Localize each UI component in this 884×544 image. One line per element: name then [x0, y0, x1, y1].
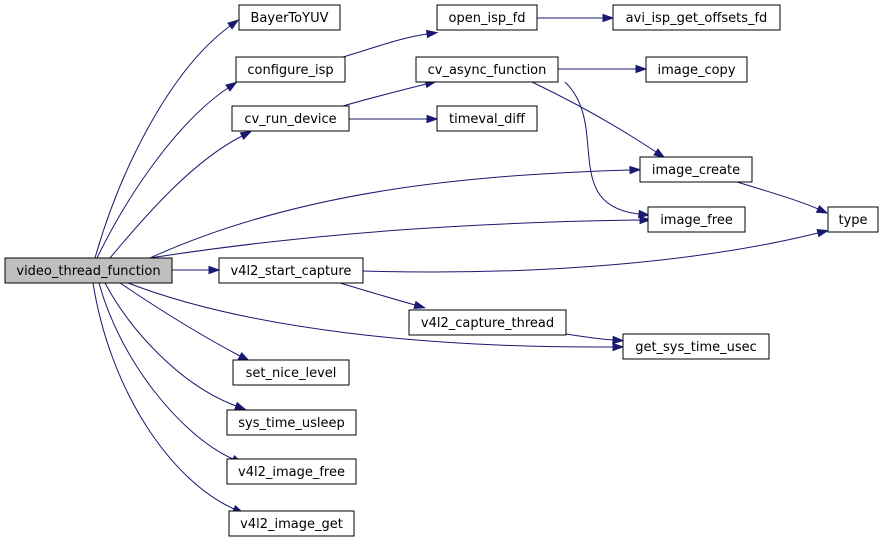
- node-BayerToYUV[interactable]: BayerToYUV: [238, 4, 341, 31]
- node-label: image_free: [660, 213, 733, 228]
- node-label: type: [838, 213, 867, 228]
- node-v4l2-image-get[interactable]: v4l2_image_get: [228, 510, 355, 537]
- node-label: v4l2_image_free: [238, 465, 345, 480]
- node-configure-isp[interactable]: configure_isp: [235, 56, 346, 83]
- node-image-copy[interactable]: image_copy: [645, 56, 748, 83]
- arrowhead-icon: [225, 81, 238, 92]
- edge-video_thread_function-to-BayerToYUV: [94, 19, 240, 259]
- node-cv-run-device[interactable]: cv_run_device: [231, 105, 350, 132]
- node-label: timeval_diff: [449, 112, 526, 127]
- arrowhead-icon: [227, 19, 240, 30]
- node-v4l2-start-capture[interactable]: v4l2_start_capture: [218, 257, 364, 284]
- edge-video_thread_function-to-get_sys_time_usec: [127, 282, 625, 352]
- edge-video_thread_function-to-v4l2_image_get: [92, 282, 245, 514]
- arrowhead-icon: [425, 29, 439, 39]
- arrowhead-icon: [612, 335, 625, 345]
- node-v4l2-image-free[interactable]: v4l2_image_free: [226, 458, 357, 485]
- nodes: video_thread_function BayerToYUV configure…: [4, 4, 879, 537]
- node-label: image_create: [652, 163, 740, 178]
- edge-video_thread_function-to-v4l2_start_capture: [172, 265, 221, 275]
- node-avi-isp-get-offsets-fd[interactable]: avi_isp_get_offsets_fd: [612, 4, 781, 31]
- arrowhead-icon: [413, 300, 427, 309]
- arrowhead-icon: [239, 130, 253, 140]
- edge-cv_async_function-to-image_create: [531, 81, 666, 159]
- node-label: cv_async_function: [428, 63, 547, 78]
- edges: [92, 13, 830, 514]
- edge-image_create-to-type: [736, 181, 829, 214]
- edge-cv_async_function-to-image_copy: [558, 64, 648, 74]
- node-open-isp-fd[interactable]: open_isp_fd: [436, 4, 538, 31]
- node-label: BayerToYUV: [251, 11, 329, 26]
- node-label: open_isp_fd: [449, 11, 526, 26]
- arrowhead-icon: [815, 204, 829, 214]
- node-label: v4l2_capture_thread: [421, 316, 554, 331]
- arrowhead-icon: [234, 401, 247, 411]
- node-label: v4l2_start_capture: [231, 264, 352, 279]
- arrowhead-icon: [426, 114, 439, 124]
- arrowhead-icon: [602, 13, 615, 23]
- node-label: avi_isp_get_offsets_fd: [626, 11, 768, 26]
- node-label: configure_isp: [247, 63, 333, 78]
- edge-cv_run_device-to-cv_async_function: [342, 80, 438, 107]
- edge-v4l2_start_capture-to-v4l2_capture_thread: [339, 282, 427, 309]
- edge-video_thread_function-to-sys_time_usleep: [104, 282, 247, 411]
- node-image-free[interactable]: image_free: [647, 206, 746, 233]
- node-label: set_nice_level: [246, 366, 337, 381]
- edge-video_thread_function-to-image_create: [149, 165, 642, 259]
- node-label: v4l2_image_get: [240, 517, 343, 532]
- arrowhead-icon: [653, 148, 666, 159]
- edge-configure_isp-to-open_isp_fd: [342, 29, 439, 58]
- edge-cv_run_device-to-timeval_diff: [349, 114, 439, 124]
- node-type[interactable]: type: [827, 206, 879, 233]
- node-sys-time-usleep[interactable]: sys_time_usleep: [226, 409, 357, 436]
- edge-video_thread_function-to-image_free: [149, 215, 652, 259]
- edge-video_thread_function-to-v4l2_image_free: [98, 282, 244, 464]
- edge-video_thread_function-to-set_nice_level: [119, 282, 251, 362]
- arrowhead-icon: [237, 352, 251, 362]
- arrowhead-icon: [612, 342, 625, 352]
- edge-video_thread_function-to-cv_run_device: [109, 130, 253, 259]
- node-v4l2-capture-thread[interactable]: v4l2_capture_thread: [408, 309, 567, 336]
- node-video-thread-function[interactable]: video_thread_function: [4, 257, 173, 284]
- edge-open_isp_fd-to-avi_isp_get_offsets_fd: [537, 13, 615, 23]
- arrowhead-icon: [629, 165, 642, 175]
- arrowhead-icon: [638, 209, 651, 219]
- arrowhead-icon: [635, 64, 648, 74]
- arrowhead-icon: [208, 265, 221, 275]
- node-image-create[interactable]: image_create: [639, 156, 753, 183]
- node-label: cv_run_device: [244, 112, 336, 127]
- node-label: video_thread_function: [16, 264, 160, 279]
- node-timeval-diff[interactable]: timeval_diff: [436, 105, 538, 132]
- node-label: image_copy: [657, 63, 735, 78]
- edge-cv_async_function-to-image_free: [564, 81, 651, 219]
- node-cv-async-function[interactable]: cv_async_function: [415, 56, 559, 83]
- arrowhead-icon: [639, 215, 652, 225]
- edge-v4l2_capture_thread-to-get_sys_time_usec: [565, 333, 625, 345]
- node-label: get_sys_time_usec: [635, 340, 757, 355]
- node-label: sys_time_usleep: [238, 416, 344, 431]
- edge-video_thread_function-to-configure_isp: [96, 81, 238, 259]
- arrowhead-icon: [816, 229, 830, 238]
- node-set-nice-level[interactable]: set_nice_level: [232, 359, 350, 386]
- edge-v4l2_start_capture-to-type: [362, 229, 830, 273]
- node-get-sys-time-usec[interactable]: get_sys_time_usec: [622, 333, 770, 360]
